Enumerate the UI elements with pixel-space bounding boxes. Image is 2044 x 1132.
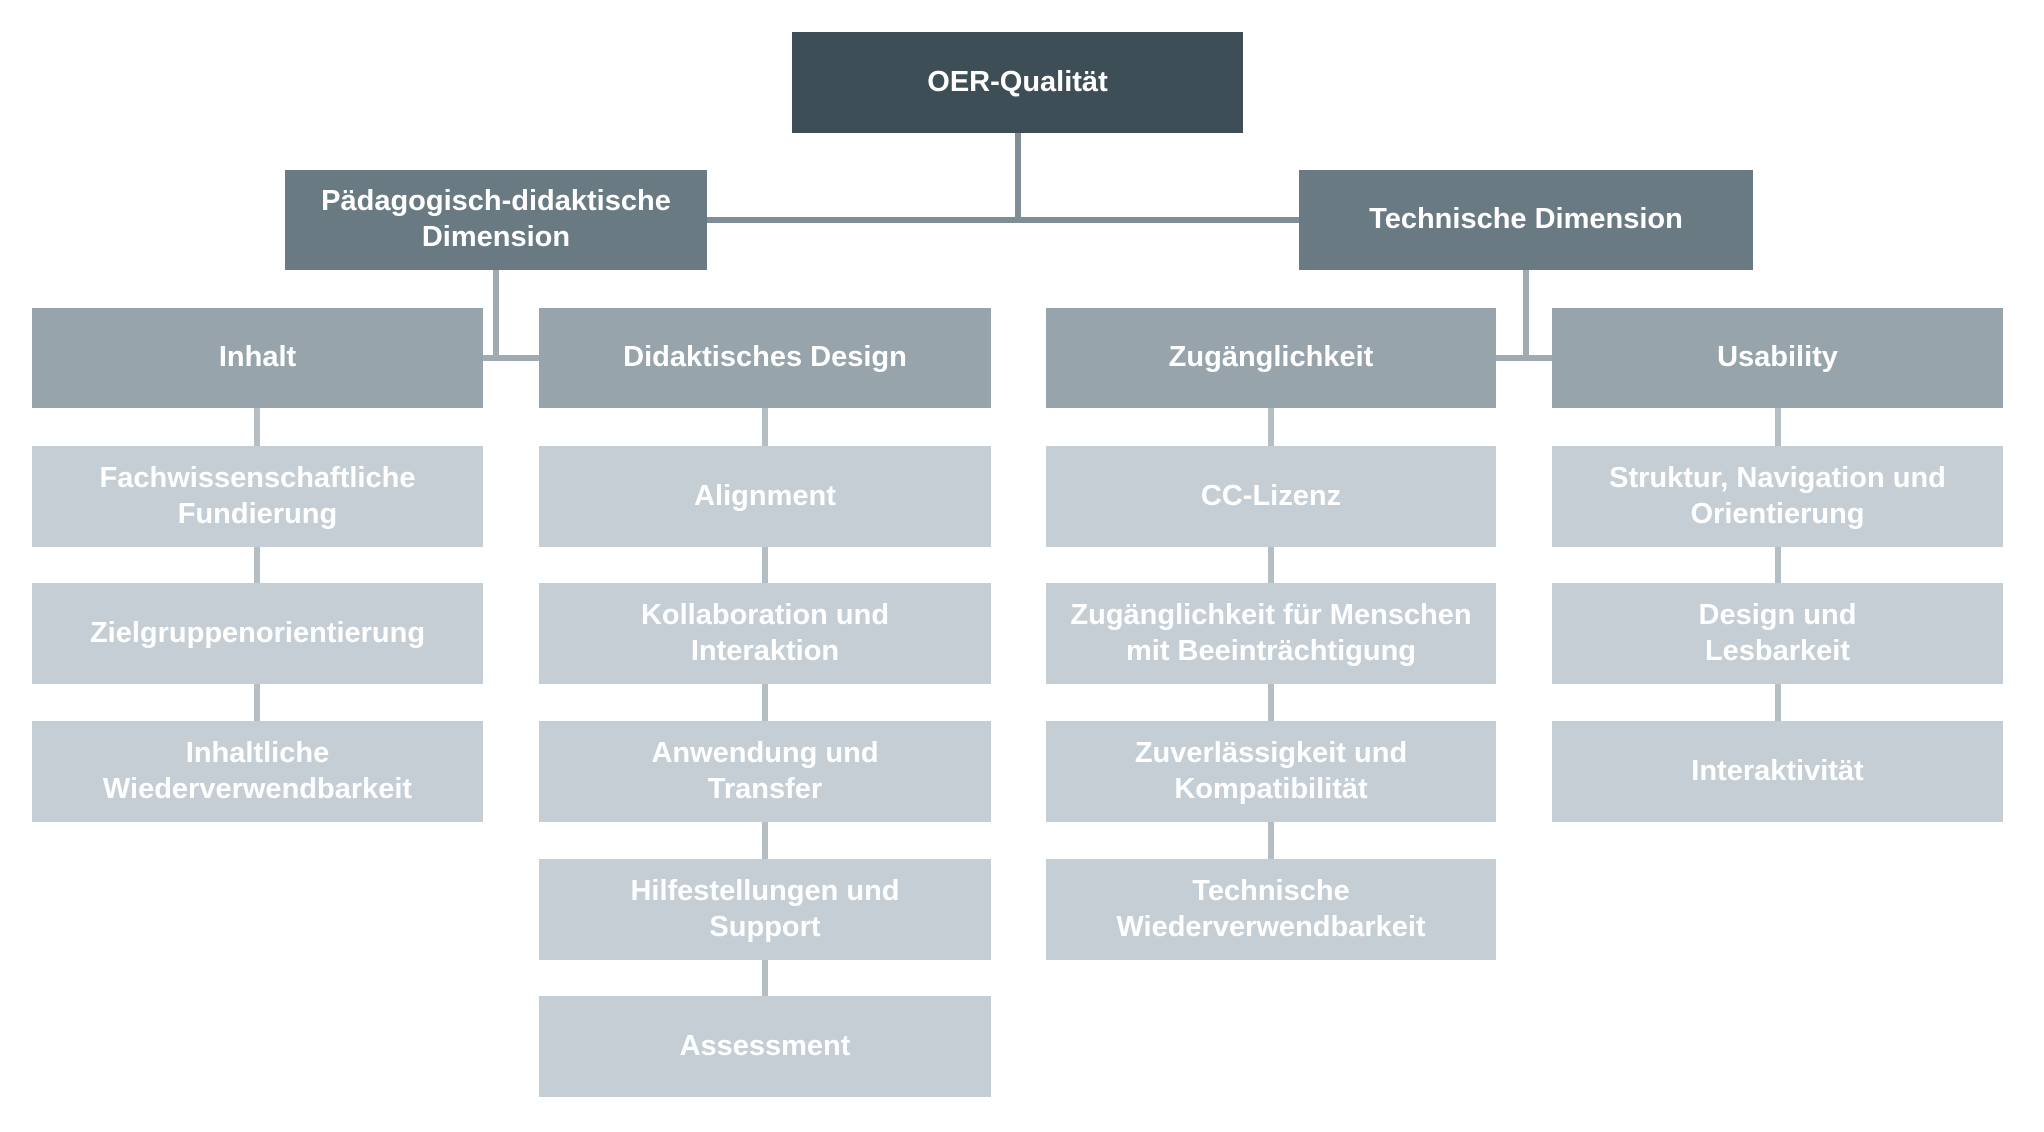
connector-technische-horizontal (1496, 355, 1552, 361)
connector-paedagogisch-horizontal (483, 355, 539, 361)
node-oer-qualitaet: OER-Qualität (792, 32, 1243, 133)
connector-col1-stub (254, 547, 260, 583)
connector-col2-stub (762, 408, 768, 446)
node-zugaenglichkeit: Zugänglichkeit (1046, 308, 1496, 408)
node-technische-dimension: Technische Dimension (1299, 170, 1753, 270)
connector-col3-stub (1268, 547, 1274, 583)
connector-col3-stub (1268, 822, 1274, 859)
connector-root-vertical (1015, 133, 1021, 223)
node-hilfestellungen-und-support: Hilfestellungen und Support (539, 859, 991, 960)
connector-col4-stub (1775, 408, 1781, 446)
connector-col2-stub (762, 547, 768, 583)
connector-col3-stub (1268, 684, 1274, 721)
node-anwendung-und-transfer: Anwendung und Transfer (539, 721, 991, 822)
connector-col2-stub (762, 822, 768, 859)
connector-col1-stub (254, 684, 260, 721)
connector-col3-stub (1268, 408, 1274, 446)
node-paedagogisch-didaktische-dimension: Pädagogisch-didaktische Dimension (285, 170, 707, 270)
node-inhaltliche-wiederverwendbarkeit: Inhaltliche Wiederverwendbarkeit (32, 721, 483, 822)
connector-technische-vertical (1523, 270, 1529, 360)
node-struktur-navigation-orientierung: Struktur, Navigation und Orientierung (1552, 446, 2003, 547)
node-alignment: Alignment (539, 446, 991, 547)
node-inhalt: Inhalt (32, 308, 483, 408)
node-assessment: Assessment (539, 996, 991, 1097)
connector-col1-stub (254, 408, 260, 446)
connector-paedagogisch-vertical (493, 270, 499, 360)
node-usability: Usability (1552, 308, 2003, 408)
connector-col4-stub (1775, 547, 1781, 583)
node-zuverlaessigkeit-und-kompatibilitaet: Zuverlässigkeit und Kompatibilität (1046, 721, 1496, 822)
connector-dimensions-horizontal (707, 217, 1299, 223)
connector-col2-stub (762, 960, 768, 996)
node-cc-lizenz: CC-Lizenz (1046, 446, 1496, 547)
node-didaktisches-design: Didaktisches Design (539, 308, 991, 408)
node-fachwissenschaftliche-fundierung: Fachwissenschaftliche Fundierung (32, 446, 483, 547)
node-design-und-lesbarkeit: Design und Lesbarkeit (1552, 583, 2003, 684)
node-kollaboration-und-interaktion: Kollaboration und Interaktion (539, 583, 991, 684)
node-interaktivitaet: Interaktivität (1552, 721, 2003, 822)
node-technische-wiederverwendbarkeit: Technische Wiederverwendbarkeit (1046, 859, 1496, 960)
node-zielgruppenorientierung: Zielgruppenorientierung (32, 583, 483, 684)
connector-col4-stub (1775, 684, 1781, 721)
connector-col2-stub (762, 684, 768, 721)
node-zugaenglichkeit-fuer-menschen: Zugänglichkeit für Menschen mit Beeinträ… (1046, 583, 1496, 684)
